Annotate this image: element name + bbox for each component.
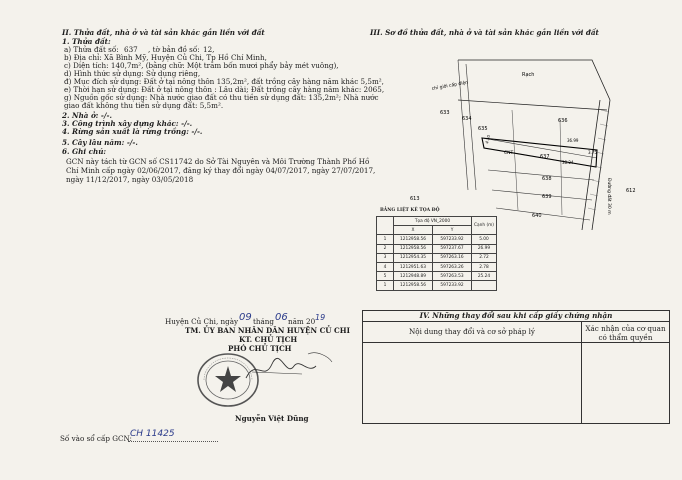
section-ii-title: II. Thửa đất, nhà ở và tài sản khác gắn …	[62, 28, 265, 37]
label-parcel-640: 640	[532, 213, 542, 219]
label-power-line: chỉ giới cấp điện	[431, 79, 469, 92]
changes-col-content: Nội dung thay đổi và cơ sở pháp lý	[363, 322, 582, 342]
section-iii-title: III. Sơ đồ thửa đất, nhà ở và tài sản kh…	[370, 28, 599, 37]
origin-line: g) Nguồn gốc sử dụng: Nhà nước giao đất …	[64, 93, 379, 102]
map-sheet-number: 12,	[203, 45, 215, 54]
note-line-3: ngày 11/12/2017, ngày 03/05/2018	[66, 175, 194, 184]
map-sheet-label: , tờ bản đồ số:	[148, 45, 200, 54]
label-parcel-635: 635	[478, 126, 488, 132]
signer-name: Nguyễn Việt Dũng	[235, 414, 309, 423]
changes-title: IV. Những thay đổi sau khi cấp giấy chứn…	[363, 311, 669, 322]
coord-table-len-header: Cạnh (m)	[471, 215, 497, 236]
certificate-number-label: Số vào sổ cấp GCN:	[60, 434, 132, 443]
label-dim-1: 36.99	[567, 138, 579, 143]
label-dim-3: 4.30	[484, 134, 491, 144]
note-line-2: Chí Minh cấp ngày 02/06/2017, đăng ký th…	[66, 166, 376, 175]
parcel-map: chỉ giới cấp điện Rạch 633 634 635 636 6…	[410, 59, 636, 230]
usage-purpose-line: đ) Mục đích sử dụng: Đất ở tại nông thôn…	[64, 77, 384, 86]
note-line-1: GCN này tách từ GCN số CS11742 do Sở Tài…	[66, 157, 370, 166]
label-parcel-638: 638	[542, 176, 552, 182]
forest-line: 4. Rừng sản xuất là rừng trồng: -/-.	[62, 127, 203, 136]
label-parcel-636: 636	[558, 118, 568, 124]
house-line: 2. Nhà ở: -/-.	[62, 111, 113, 120]
issue-month: 06	[275, 312, 288, 323]
issuing-org: TM. ỦY BAN NHÂN DÂN HUYỆN CỦ CHI	[185, 326, 350, 335]
signer-role-1: KT. CHỦ TỊCH	[239, 335, 298, 344]
signer-role-2: PHÓ CHỦ TỊCH	[228, 344, 292, 353]
parcel-number: 637	[124, 45, 138, 54]
area-line: c) Diện tích: 140,7m², (bằng chữ: Một tr…	[64, 61, 339, 70]
label-parcel-637: 637	[540, 154, 550, 160]
label-road: Đường đất 30 m	[606, 178, 613, 215]
parcel-title: 1. Thửa đất:	[62, 37, 111, 46]
issue-year-label: năm 20	[288, 317, 316, 326]
coord-table-title: BẢNG LIỆT KÊ TỌA ĐỘ	[380, 208, 440, 213]
label-dim-2: 38.24	[562, 160, 574, 165]
label-parcel-634: 634	[462, 116, 472, 122]
official-seal	[197, 353, 259, 407]
issue-year: 19	[315, 313, 326, 322]
issue-month-label: tháng	[253, 317, 275, 326]
certificate-number: CH 11425	[130, 429, 175, 439]
label-dim-4: 3.75	[588, 150, 597, 155]
changes-col-confirm-line2: có thẩm quyền	[598, 333, 653, 342]
label-cnt: CNT	[504, 150, 514, 156]
issue-day: 09	[239, 312, 252, 323]
parcel-number-label: a) Thửa đất số:	[64, 45, 119, 54]
label-parcel-613: 613	[410, 196, 420, 202]
coord-table-subheader: Tọa độ VN_2000	[393, 215, 472, 227]
changes-table: IV. Những thay đổi sau khi cấp giấy chứn…	[362, 310, 670, 424]
usage-form-line: d) Hình thức sử dụng: Sử dụng riêng,	[64, 69, 201, 78]
label-parcel-639: 639	[542, 194, 552, 200]
origin-line-2: giao đất không thu tiền sử dụng đất: 5,5…	[64, 101, 224, 110]
changes-col-confirm-line1: Xác nhận của cơ quan	[585, 324, 666, 333]
label-creek: Rạch	[522, 72, 534, 78]
label-parcel-633: 633	[440, 110, 450, 116]
notes-title: 6. Ghi chú:	[62, 147, 107, 156]
label-parcel-612: 612	[626, 188, 636, 194]
signature-scribble	[245, 352, 333, 379]
certificate-number-underline	[128, 441, 218, 442]
changes-col-confirm: Xác nhận của cơ quan có thẩm quyền	[582, 322, 669, 342]
address-line: b) Địa chỉ: Xã Bình Mỹ, Huyện Củ Chi, Tp…	[64, 53, 267, 62]
changes-body-left	[363, 343, 582, 423]
issue-date-prefix: Huyện Củ Chi, ngày	[165, 317, 239, 326]
other-works-line: 3. Công trình xây dựng khác: -/-.	[62, 119, 193, 128]
usage-term-line: e) Thời hạn sử dụng: Đất ở tại nông thôn…	[64, 85, 385, 94]
perennial-line: 5. Cây lâu năm: -/-.	[62, 138, 138, 147]
